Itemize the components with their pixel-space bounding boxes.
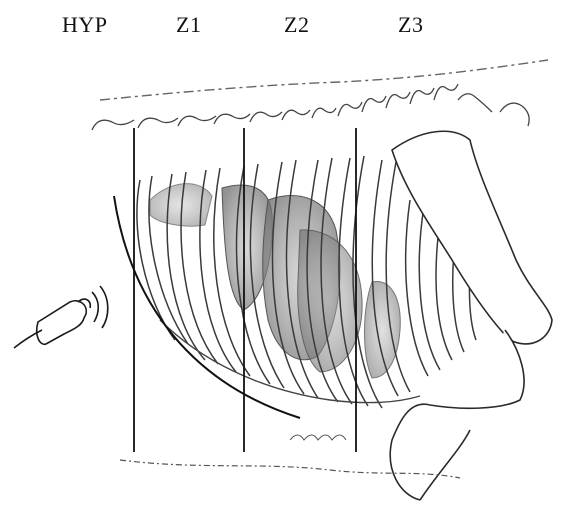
vertebrae-row xyxy=(92,84,529,130)
dorsal-contour xyxy=(100,60,548,100)
ultrasound-probe-icon xyxy=(14,286,108,348)
